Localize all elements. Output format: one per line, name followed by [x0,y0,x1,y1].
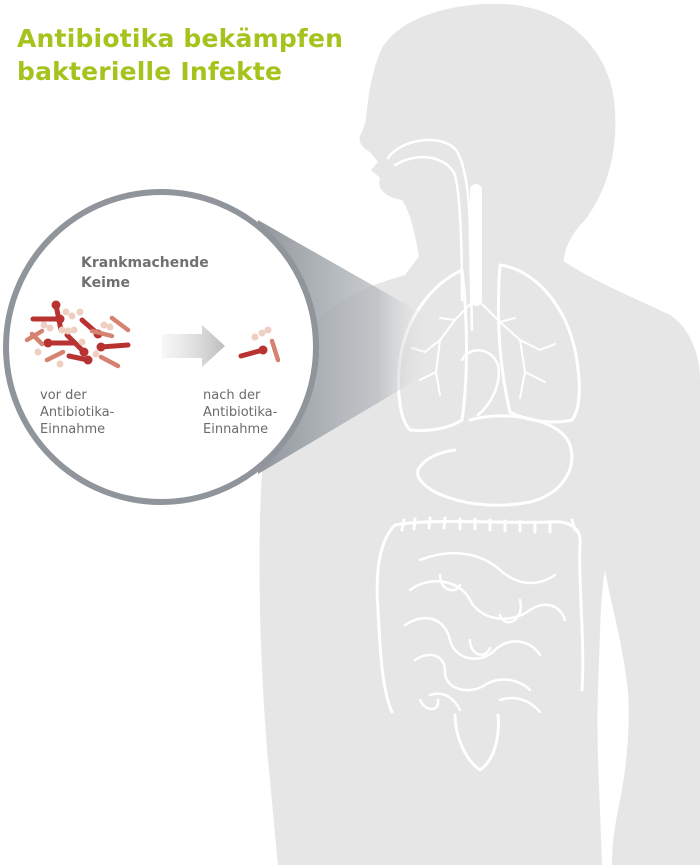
caption-before-line: vor der [40,388,87,403]
small-intestine [403,551,567,714]
airway [386,138,474,332]
stomach [416,414,574,507]
large-intestine [375,516,585,714]
caption-after-line: Einnahme [203,422,269,437]
heart [460,349,501,417]
esophagus [393,155,464,302]
transition-arrow [162,325,225,367]
lung-right [496,263,581,424]
caption-before-line: Antibiotika- [40,405,115,420]
left-arm-shape [259,330,325,865]
caption-after-line: nach der [203,388,261,403]
bacteria-before [24,300,131,369]
title-line-1: Antibiotika bekämpfen [17,24,344,53]
body-silhouette [259,3,700,865]
page-title: Antibiotika bekämpfen bakterielle Infekt… [17,22,343,88]
rectum [453,713,500,772]
caption-after-line: Antibiotika- [203,405,278,420]
pathogens-label: Krankmachende Keime [81,253,209,293]
magnifier-lens [3,189,319,505]
bronchi-right [477,299,556,399]
title-line-2: bakterielle Infekte [17,57,283,86]
pathogens-label-line-1: Krankmachende [81,255,209,271]
pathogens-label-line-2: Keime [81,275,130,291]
bronchi-left [411,299,475,396]
caption-before-line: Einnahme [40,422,106,437]
head-neck-shape [359,3,616,272]
bacteria-after [238,326,281,363]
internal-organs [375,138,585,772]
caption-before: vor der Antibiotika- Einnahme [40,387,114,438]
caption-after: nach der Antibiotika- Einnahme [203,387,277,438]
